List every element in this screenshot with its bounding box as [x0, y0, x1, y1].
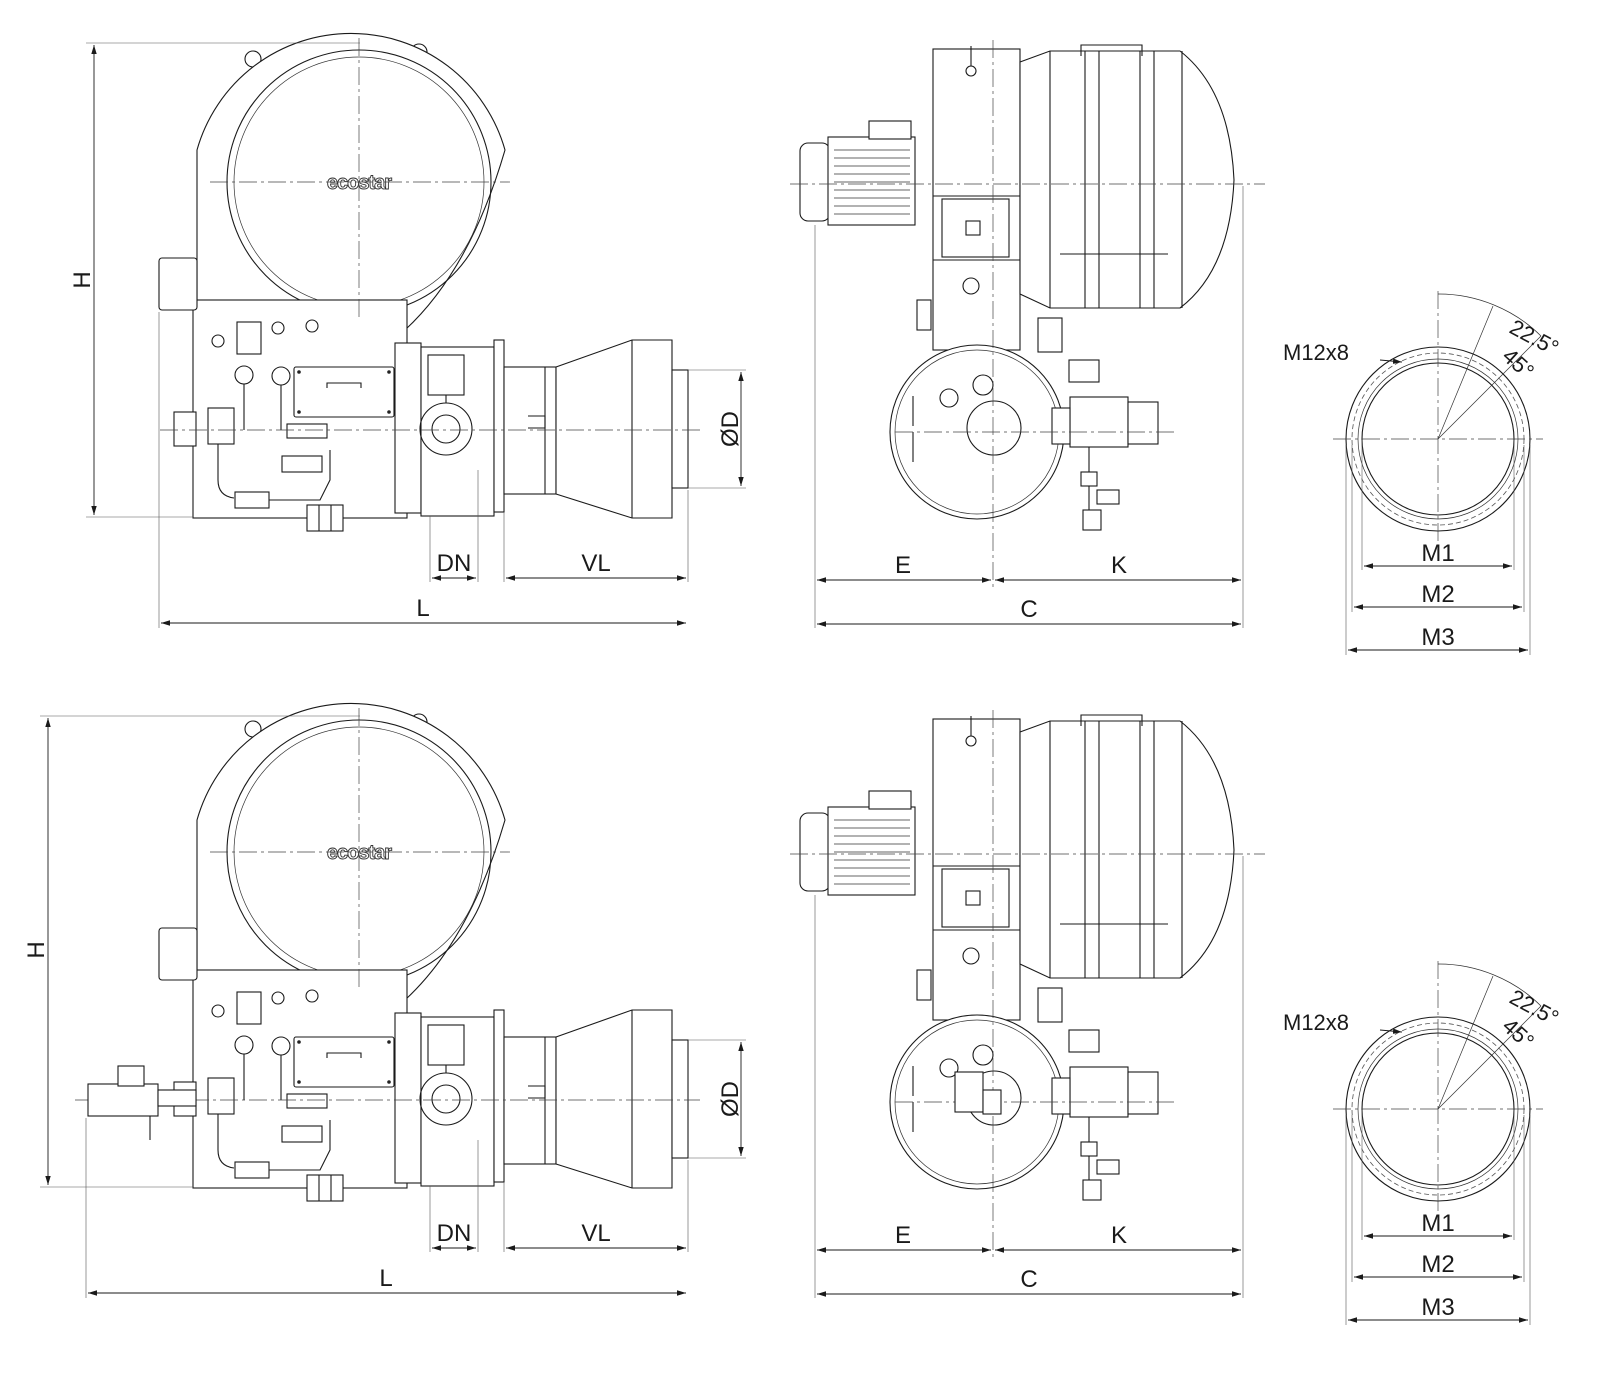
e-label: E: [895, 552, 911, 579]
side-view-top: ecostar H ØD DN VL L: [69, 32, 746, 628]
diameter-label: ØD: [717, 411, 744, 447]
bolts-label: M12x8: [1283, 1010, 1349, 1035]
k-label: K: [1111, 1222, 1127, 1249]
flange-view-bottom: M12x8 22.5° 45° M1 M2 M3: [1283, 960, 1563, 1325]
vl-label: VL: [581, 1220, 610, 1247]
flange-view-top: M12x8 22.5° 45° M1 M2 M3: [1283, 290, 1563, 655]
height-label: H: [23, 941, 50, 958]
m2-label: M2: [1421, 1251, 1454, 1278]
m1-label: M1: [1421, 1210, 1454, 1237]
height-label: H: [69, 271, 96, 288]
brand-logo: ecostar: [327, 172, 392, 194]
m3-label: M3: [1421, 624, 1454, 651]
m2-label: M2: [1421, 581, 1454, 608]
front-view-bottom: E K C: [790, 710, 1265, 1298]
vl-label: VL: [581, 550, 610, 577]
front-view-top: E K C: [790, 40, 1265, 628]
c-label: C: [1020, 596, 1037, 623]
c-label: C: [1020, 1266, 1037, 1293]
e-label: E: [895, 1222, 911, 1249]
m3-label: M3: [1421, 1294, 1454, 1321]
dn-label: DN: [437, 550, 472, 577]
length-label: L: [416, 595, 429, 622]
m1-label: M1: [1421, 540, 1454, 567]
dn-label: DN: [437, 1220, 472, 1247]
diameter-label: ØD: [717, 1081, 744, 1117]
brand-logo: ecostar: [327, 842, 392, 864]
length-label: L: [379, 1265, 392, 1292]
bolts-label: M12x8: [1283, 340, 1349, 365]
k-label: K: [1111, 552, 1127, 579]
side-view-bottom: ecostar H ØD DN VL L: [23, 702, 746, 1298]
